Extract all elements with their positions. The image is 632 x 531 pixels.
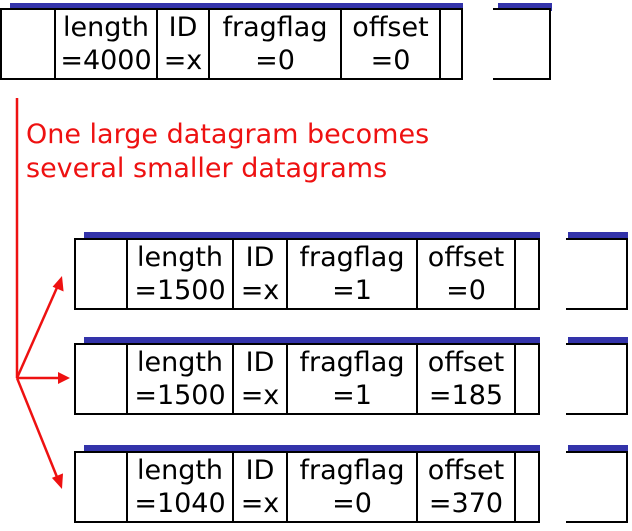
datagram-shadow <box>84 445 540 453</box>
datagram-tail <box>566 451 628 523</box>
datagram-shadow <box>10 3 463 11</box>
fragflag-field: fragflag =0 <box>210 10 342 78</box>
offset-field: offset =370 <box>418 453 516 521</box>
length-label: length <box>62 12 150 43</box>
fragflag-label: fragflag <box>299 347 405 378</box>
fragflag-value: =1 <box>332 275 372 306</box>
datagram-tail <box>566 238 628 310</box>
datagram-tail <box>566 343 628 415</box>
offset-value: =0 <box>446 275 486 306</box>
id-value: =x <box>163 45 203 76</box>
datagram-tail-shadow <box>568 445 628 453</box>
datagram-shadow <box>84 232 540 240</box>
length-field: length =1500 <box>128 240 234 308</box>
fragflag-field: fragflag =0 <box>288 453 418 521</box>
fragflag-label: fragflag <box>222 12 328 43</box>
caption-line-1: One large datagram becomes <box>26 119 430 150</box>
datagram-tail <box>493 8 551 80</box>
arrowhead-2 <box>58 372 70 384</box>
length-value: =1500 <box>134 275 226 306</box>
length-label: length <box>136 242 224 273</box>
fragflag-label: fragflag <box>299 455 405 486</box>
offset-label: offset <box>427 242 505 273</box>
caption-line-2: several smaller datagrams <box>26 153 388 184</box>
length-field: length =1500 <box>128 345 234 413</box>
offset-field: offset =0 <box>342 10 441 78</box>
header-box: length =1500 ID =x fragflag =1 offset =0 <box>74 238 540 310</box>
datagram-tail-shadow <box>568 337 628 345</box>
offset-label: offset <box>352 12 429 43</box>
length-field: length =1040 <box>128 453 234 521</box>
id-label: ID <box>245 455 275 486</box>
fragflag-field: fragflag =1 <box>288 345 418 413</box>
datagram-tail-shadow <box>498 3 552 11</box>
id-label: ID <box>245 347 275 378</box>
fragflag-field: fragflag =1 <box>288 240 418 308</box>
arrow-to-fragment-1 <box>15 282 61 379</box>
id-value: =x <box>240 488 280 519</box>
length-value: =1040 <box>134 488 226 519</box>
datagram-shadow <box>84 337 540 345</box>
id-value: =x <box>240 380 280 411</box>
caption: One large datagram becomes several small… <box>26 118 429 186</box>
id-field: ID =x <box>234 345 288 413</box>
fragflag-value: =0 <box>332 488 372 519</box>
id-value: =x <box>240 275 280 306</box>
header-box: length =1040 ID =x fragflag =0 offset =3… <box>74 451 540 523</box>
blank-field <box>76 453 128 521</box>
offset-label: offset <box>427 347 505 378</box>
fragflag-label: fragflag <box>299 242 405 273</box>
length-label: length <box>136 455 224 486</box>
blank-field <box>76 345 128 413</box>
length-label: length <box>136 347 224 378</box>
header-box: length =4000 ID =x fragflag =0 offset =0 <box>0 8 463 80</box>
id-field: ID =x <box>234 240 288 308</box>
arrow-to-fragment-3 <box>15 377 61 483</box>
id-field: ID =x <box>234 453 288 521</box>
fragflag-value: =1 <box>332 380 372 411</box>
offset-value: =185 <box>428 380 504 411</box>
offset-field: offset =185 <box>418 345 516 413</box>
blank-field <box>2 10 56 78</box>
arrowhead-1 <box>52 276 64 292</box>
id-label: ID <box>168 12 198 43</box>
length-field: length =4000 <box>56 10 158 78</box>
length-value: =1500 <box>134 380 226 411</box>
datagram-tail-shadow <box>568 232 628 240</box>
arrowhead-3 <box>51 473 63 489</box>
offset-value: =0 <box>370 45 411 76</box>
offset-label: offset <box>427 455 505 486</box>
offset-value: =370 <box>428 488 504 519</box>
blank-field <box>76 240 128 308</box>
id-label: ID <box>245 242 275 273</box>
length-value: =4000 <box>60 45 152 76</box>
id-field: ID =x <box>158 10 210 78</box>
offset-field: offset =0 <box>418 240 516 308</box>
fragflag-value: =0 <box>255 45 295 76</box>
header-box: length =1500 ID =x fragflag =1 offset =1… <box>74 343 540 415</box>
